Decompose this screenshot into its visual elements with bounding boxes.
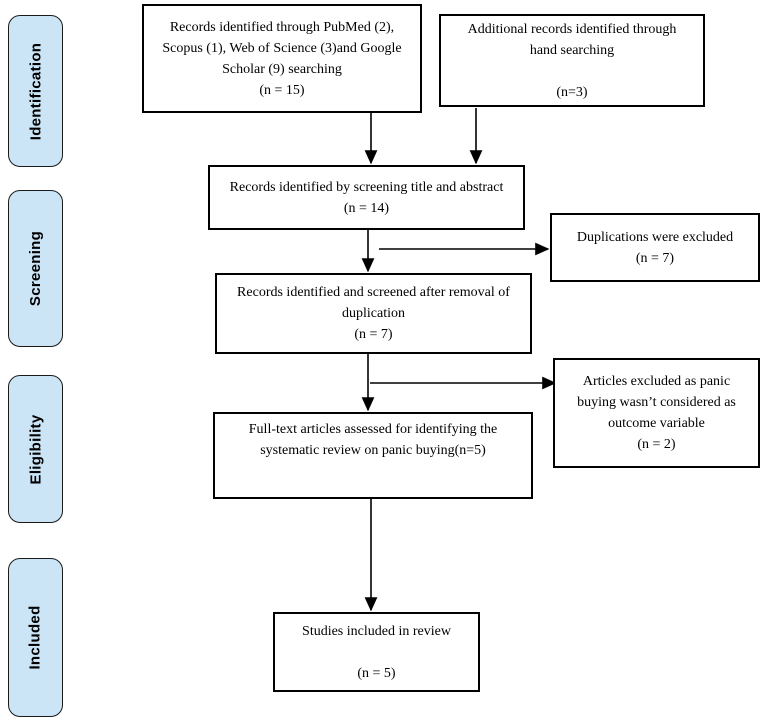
box-full-text-assessed-text: Full-text articles assessed for identify…	[248, 422, 498, 458]
box-duplications-excluded-text: Duplications were excluded (n = 7)	[576, 229, 734, 266]
box-duplications-excluded: Duplications were excluded (n = 7)	[550, 213, 760, 282]
box-hand-search-records-text: Additional records identified through ha…	[467, 21, 677, 100]
box-after-duplicate-removal-text: Records identified and screened after re…	[237, 285, 510, 342]
box-title-abstract-screening-text: Records identified by screening title an…	[229, 179, 504, 216]
stage-eligibility: Eligibility	[8, 375, 63, 523]
stage-included-label: Included	[27, 605, 45, 670]
box-database-records: Records identified through PubMed (2), S…	[142, 4, 422, 113]
box-title-abstract-screening: Records identified by screening title an…	[208, 165, 525, 230]
stage-screening: Screening	[8, 190, 63, 347]
stage-eligibility-label: Eligibility	[27, 414, 45, 484]
box-studies-included: Studies included in review (n = 5)	[273, 612, 480, 692]
stage-screening-label: Screening	[27, 230, 45, 307]
box-hand-search-records: Additional records identified through ha…	[439, 14, 705, 107]
stage-included: Included	[8, 558, 63, 717]
box-after-duplicate-removal: Records identified and screened after re…	[215, 273, 532, 354]
stage-identification-label: Identification	[27, 42, 45, 140]
box-articles-excluded: Articles excluded as panic buying wasn’t…	[553, 358, 760, 468]
box-articles-excluded-text: Articles excluded as panic buying wasn’t…	[577, 374, 736, 452]
box-studies-included-text: Studies included in review (n = 5)	[302, 623, 451, 681]
box-full-text-assessed: Full-text articles assessed for identify…	[213, 412, 533, 499]
box-database-records-text: Records identified through PubMed (2), S…	[162, 19, 402, 98]
stage-identification: Identification	[8, 15, 63, 167]
